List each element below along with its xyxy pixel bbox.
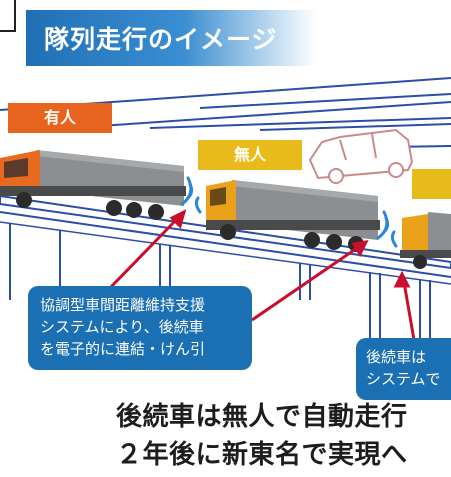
platoon-explanation-callout: 協調型車間距離維持支援 システムにより、後続車 を電子的に連結・けん引 — [28, 286, 252, 370]
truck-icon — [206, 180, 380, 252]
unmanned-tag: 無人 — [198, 140, 302, 170]
callout-line: 後続車は — [366, 348, 427, 366]
callout-line: 協調型車間距離維持支援 — [40, 296, 206, 314]
manned-tag: 有人 — [8, 103, 112, 133]
callout-line: システムにより、後続車 — [40, 318, 204, 336]
truck-icon — [400, 212, 451, 269]
signal-wave-icon — [180, 176, 202, 214]
connection-arrows — [106, 209, 416, 341]
headline-caption-second: ２年後に新東名で実現へ — [116, 440, 408, 470]
title-banner — [26, 10, 316, 66]
callout-line: システムで — [366, 370, 441, 388]
signal-wave-icon — [376, 210, 398, 248]
unmanned-tag-partial — [412, 169, 451, 199]
headline-caption: 後続車は無人で自動走行 — [116, 402, 408, 432]
page-title: 隊列走行のイメージ — [44, 25, 278, 54]
car-outline-icon — [308, 128, 414, 184]
bridge-pillars — [9, 224, 431, 340]
callout-line: を電子的に連結・けん引 — [40, 340, 206, 358]
follower-callout: 後続車は システムで — [356, 338, 451, 400]
frame-corner — [0, 0, 16, 32]
truck-icon — [0, 150, 186, 220]
